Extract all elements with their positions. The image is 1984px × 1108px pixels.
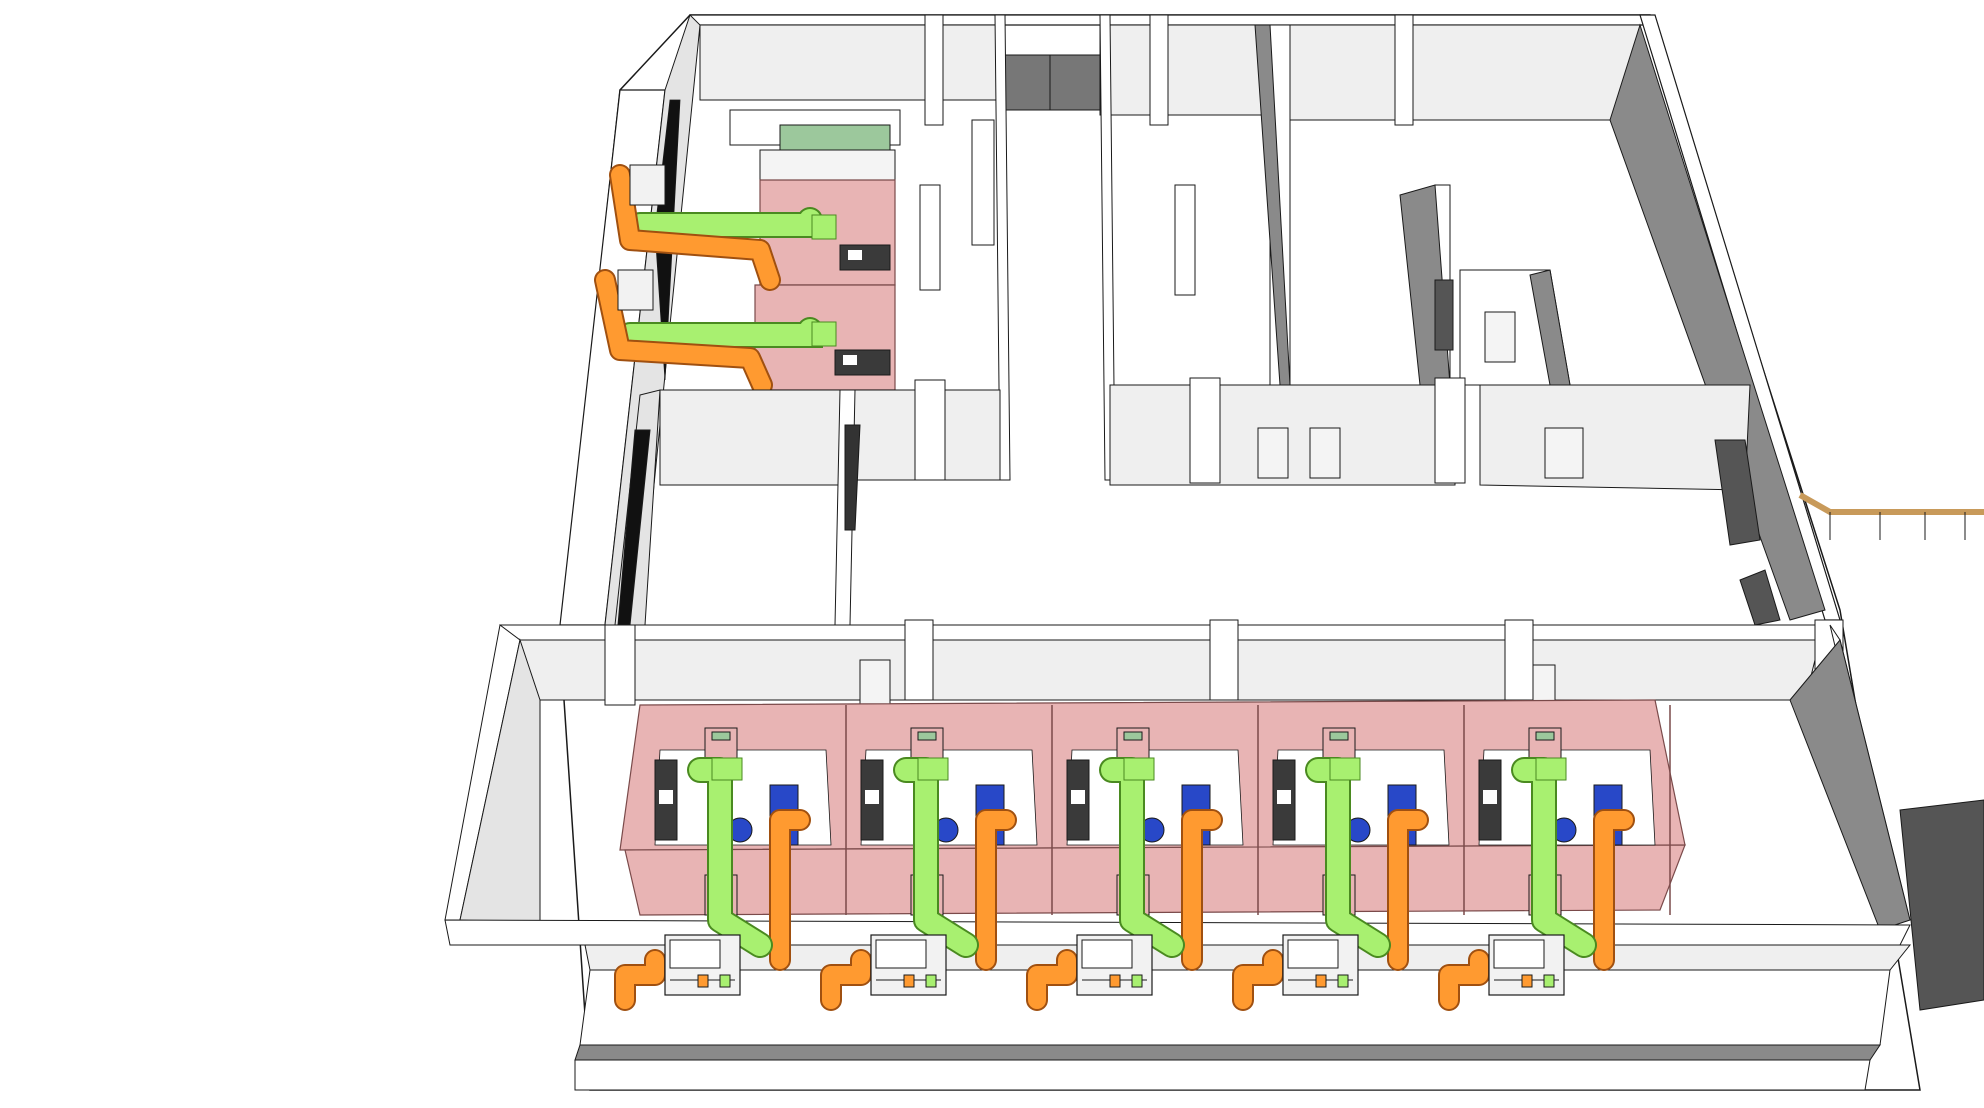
hvac-system-1: [614, 757, 811, 1011]
hvac-system-5: [1438, 757, 1635, 1011]
lower-east-wall: [1789, 624, 1984, 1011]
upper-supply-duct-1: [627, 207, 837, 240]
lower-west-wall: [444, 624, 541, 926]
upper-ahu-units: [617, 164, 666, 311]
lower-hvac-systems: [614, 757, 1635, 1011]
upper-supply-duct-2: [617, 317, 837, 348]
upper-partitions: [919, 14, 1414, 296]
upper-return-duct-2: [594, 269, 773, 396]
exterior-handrail: [1798, 492, 1984, 540]
east-windows: [1714, 439, 1781, 626]
north-door: [999, 54, 1101, 111]
hvac-system-2: [820, 757, 1017, 1011]
upper-return-duct-1: [609, 164, 781, 291]
upper-right-rooms: [1254, 24, 1571, 386]
corridor-walls: [994, 14, 1116, 481]
hvac-system-4: [1232, 757, 1429, 1011]
hvac-system-3: [1026, 757, 1223, 1011]
lower-wall-band: [499, 619, 1844, 711]
middle-wall-row: [659, 377, 1751, 491]
upper-left-zone: [729, 109, 901, 181]
